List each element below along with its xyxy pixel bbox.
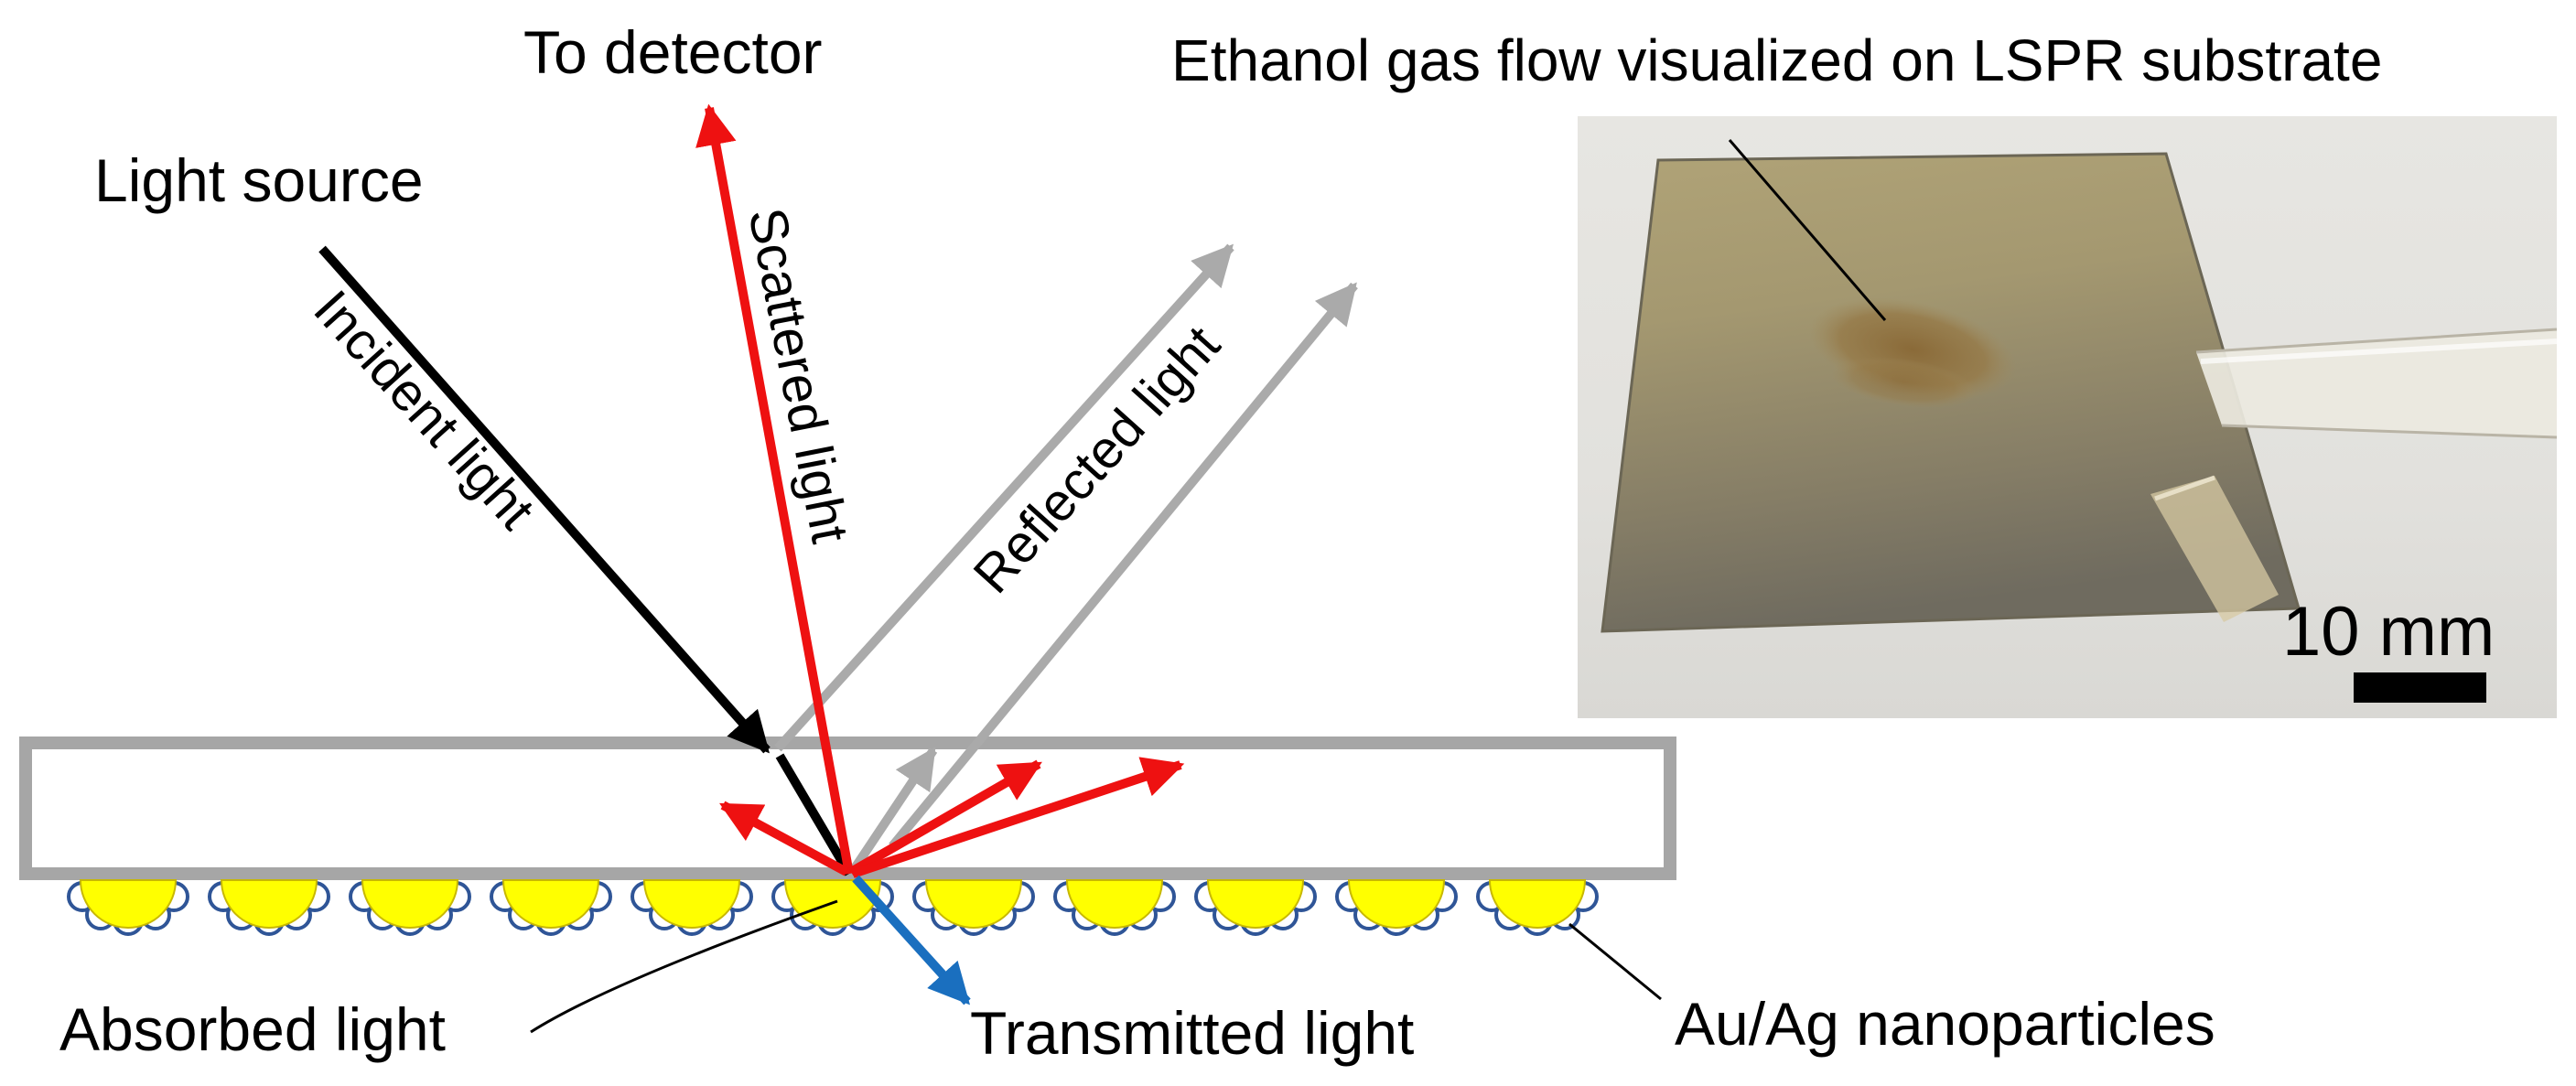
photo-caption: Ethanol gas flow visualized on LSPR subs… xyxy=(1171,27,2382,93)
nanoparticle xyxy=(631,879,753,936)
nanoparticles-leader xyxy=(1568,922,1662,1001)
nanoparticle xyxy=(1476,879,1599,936)
absorbed-light-label: Absorbed light xyxy=(59,995,446,1063)
nanoparticles-label: Au/Ag nanoparticles xyxy=(1675,990,2215,1058)
incident-light-arrow xyxy=(318,245,771,754)
transmitted-light-arrow xyxy=(852,875,971,1005)
photo-caption-leader xyxy=(1728,139,1887,321)
nanoparticle xyxy=(1335,879,1458,936)
incident-light-label: Incident light xyxy=(302,279,545,541)
absorbed-light-leader xyxy=(530,899,838,1034)
incident-light-refracted xyxy=(775,753,854,876)
scattered-light-arrow-right xyxy=(851,757,1185,878)
lspr-substrate-photo xyxy=(1578,116,2558,718)
nanoparticle xyxy=(349,879,471,936)
light-source-label: Light source xyxy=(94,146,424,214)
scale-bar xyxy=(2354,672,2486,703)
to-detector-label: To detector xyxy=(523,18,823,86)
reflected-light-arrow-2 xyxy=(889,282,1358,850)
reflected-light-inner xyxy=(848,747,938,874)
reflected-light-arrow-1 xyxy=(774,243,1234,752)
scale-bar-label: 10 mm xyxy=(2282,593,2495,671)
nanoparticle xyxy=(67,879,189,936)
nanoparticle xyxy=(490,879,612,936)
nanoparticle xyxy=(208,879,330,936)
transmitted-light-label: Transmitted light xyxy=(970,999,1414,1067)
scattered-light-arrow-up xyxy=(848,759,1042,876)
nanoparticle-row xyxy=(67,879,1599,936)
nanoparticle xyxy=(1053,879,1176,936)
nanoparticle xyxy=(771,879,894,936)
nanoparticle xyxy=(1194,879,1317,936)
nanoparticle xyxy=(912,879,1035,936)
reflected-light-label: Reflected light xyxy=(962,315,1231,605)
scattered-light-arrow-main xyxy=(695,103,854,875)
scattered-light-arrow-left xyxy=(719,801,849,876)
